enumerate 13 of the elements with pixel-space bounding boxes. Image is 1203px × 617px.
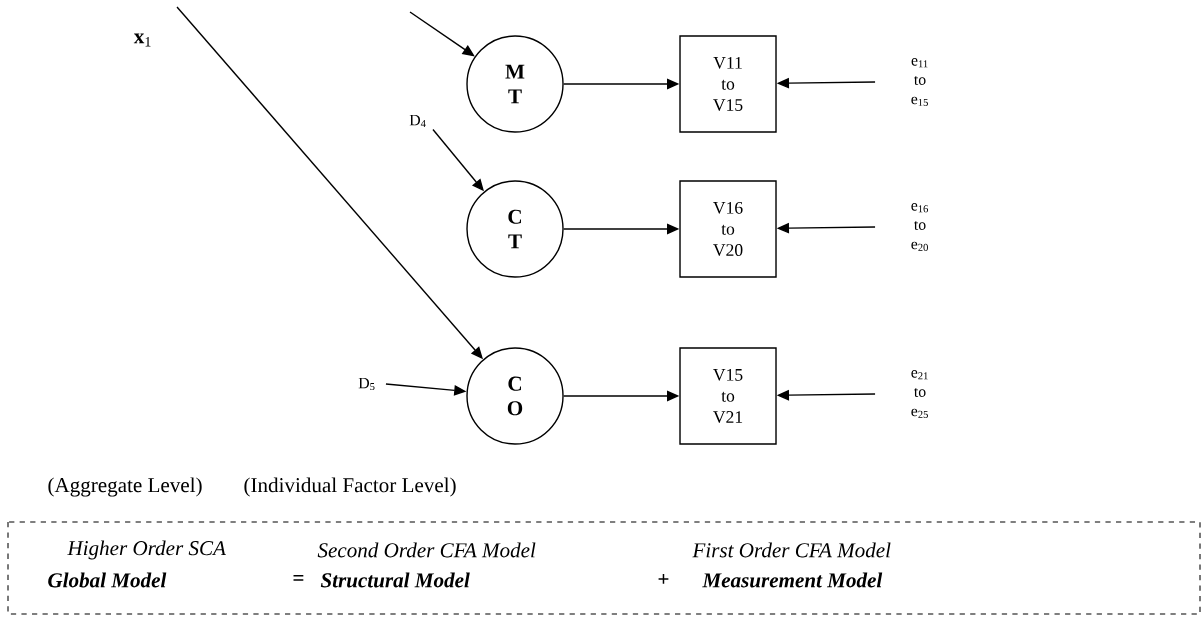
indicator-box: V16 to V20 (679, 180, 777, 278)
arrow (409, 11, 475, 57)
level-caption: (Aggregate Level) (48, 477, 202, 497)
indicator-box: V11 to V15 (679, 35, 777, 133)
error-label: e$_{16}$ to e$_{20}$ (911, 203, 929, 251)
variable-label: x$_{1}$ (133, 33, 151, 47)
model-equation-panel: Higher Order SCA Second Order CFA Model First Order CFA Model Global Model = Structural Model + Measurement Model (7, 521, 1201, 615)
indicator-box: V15 to V21 (679, 347, 777, 445)
error-label: e$_{11}$ to e$_{15}$ (911, 58, 928, 106)
error-label: e$_{21}$ to e$_{25}$ (911, 370, 928, 418)
level-caption: (Individual Factor Level) (244, 477, 456, 497)
disturbance-label: D$_{5}$ (358, 377, 375, 391)
disturbance-label: D$_{4}$ (409, 114, 426, 128)
